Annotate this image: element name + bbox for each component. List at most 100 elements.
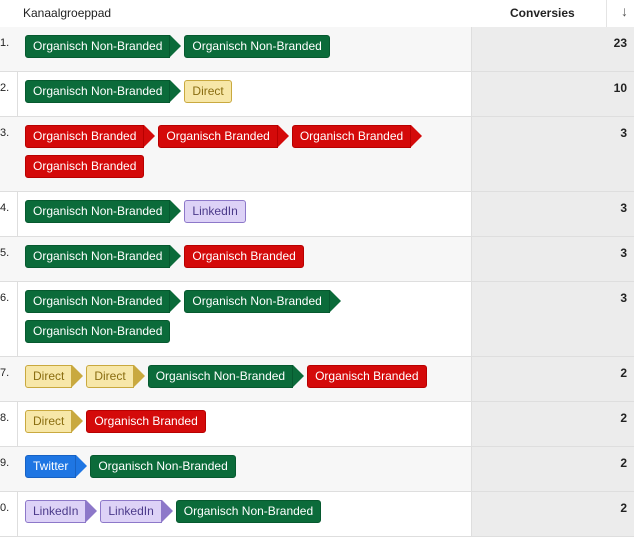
conversions-cell: 23 — [472, 27, 634, 71]
channel-step[interactable]: Organisch Branded — [184, 245, 304, 268]
channel-step[interactable]: Organisch Non-Branded — [147, 365, 305, 388]
channel-step[interactable]: LinkedIn — [25, 500, 98, 523]
row-index-cell: 1. — [0, 27, 18, 71]
conversions-cell: 3 — [472, 282, 634, 356]
conversions-cell: 3 — [472, 117, 634, 191]
row-index: 8. — [0, 412, 10, 424]
conversions-value: 2 — [620, 456, 627, 470]
row-index-cell: 2. — [0, 72, 18, 116]
row-index-cell: 8. — [0, 402, 18, 446]
channel-step[interactable]: Organisch Non-Branded — [25, 80, 182, 103]
row-index-cell: 5. — [0, 237, 18, 281]
conversions-cell: 2 — [472, 492, 634, 536]
row-index: 7. — [0, 367, 10, 379]
conversions-value: 2 — [620, 366, 627, 380]
conversions-value: 23 — [613, 36, 627, 50]
conversions-value: 3 — [620, 291, 627, 305]
channel-step[interactable]: Organisch Non-Branded — [25, 200, 182, 223]
channel-step[interactable]: LinkedIn — [100, 500, 174, 523]
row-index-cell: 3. — [0, 117, 18, 191]
conversions-value: 3 — [620, 246, 627, 260]
row-index-cell: 6. — [0, 282, 18, 356]
arrow-down-icon[interactable]: ↓ — [621, 3, 628, 19]
row-index-cell: 4. — [0, 192, 18, 236]
row-index: 9. — [0, 457, 10, 469]
conversions-value: 3 — [620, 126, 627, 140]
channel-step[interactable]: Direct — [25, 410, 84, 433]
conversions-cell: 10 — [472, 72, 634, 116]
conversions-cell: 3 — [472, 237, 634, 281]
row-index-cell: 9. — [0, 447, 18, 491]
channel-step[interactable]: Organisch Non-Branded — [184, 35, 330, 58]
row-index: 2. — [0, 82, 10, 94]
row-index: 1. — [0, 37, 10, 49]
channel-step[interactable]: Direct — [86, 365, 146, 388]
row-index: 3. — [0, 127, 10, 139]
channel-step[interactable]: Organisch Branded — [158, 125, 290, 148]
channel-step[interactable]: Organisch Non-Branded — [25, 245, 182, 268]
row-index-cell: 7. — [0, 357, 18, 401]
row-index: 4. — [0, 202, 10, 214]
column-header-conversions[interactable]: Conversies — [510, 6, 575, 20]
conversions-cell: 2 — [472, 447, 634, 491]
row-index-cell: 0. — [0, 492, 18, 536]
channel-step[interactable]: Organisch Branded — [86, 410, 206, 433]
table-header: Kanaalgroeppad Conversies ↓ — [0, 0, 634, 28]
channel-step[interactable]: LinkedIn — [184, 200, 246, 223]
channel-step[interactable]: Organisch Non-Branded — [175, 500, 322, 523]
channel-step[interactable]: Direct — [184, 80, 232, 103]
conversions-cell: 2 — [472, 402, 634, 446]
conversions-value: 2 — [620, 411, 627, 425]
column-header-path[interactable]: Kanaalgroeppad — [23, 6, 112, 20]
conversions-cell: 3 — [472, 192, 634, 236]
row-index: 0. — [0, 502, 10, 514]
header-divider — [606, 0, 607, 27]
channel-step[interactable]: Organisch Branded — [25, 155, 145, 178]
row-index: 6. — [0, 292, 10, 304]
conversions-value: 3 — [620, 201, 627, 215]
channel-step[interactable]: Organisch Non-Branded — [25, 320, 171, 343]
channel-step[interactable]: Direct — [25, 365, 84, 388]
conversions-value: 2 — [620, 501, 627, 515]
conversions-value: 10 — [613, 81, 627, 95]
channel-step[interactable]: Twitter — [25, 455, 88, 478]
channel-step[interactable]: Organisch Non-Branded — [90, 455, 236, 478]
channel-step[interactable]: Organisch Branded — [25, 125, 156, 148]
channel-step[interactable]: Organisch Non-Branded — [25, 290, 182, 313]
channel-step[interactable]: Organisch Branded — [307, 365, 427, 388]
channel-step[interactable]: Organisch Branded — [291, 125, 423, 148]
row-index: 5. — [0, 247, 10, 259]
channel-step[interactable]: Organisch Non-Branded — [25, 35, 182, 58]
channel-step[interactable]: Organisch Non-Branded — [184, 290, 342, 313]
conversions-cell: 2 — [472, 357, 634, 401]
